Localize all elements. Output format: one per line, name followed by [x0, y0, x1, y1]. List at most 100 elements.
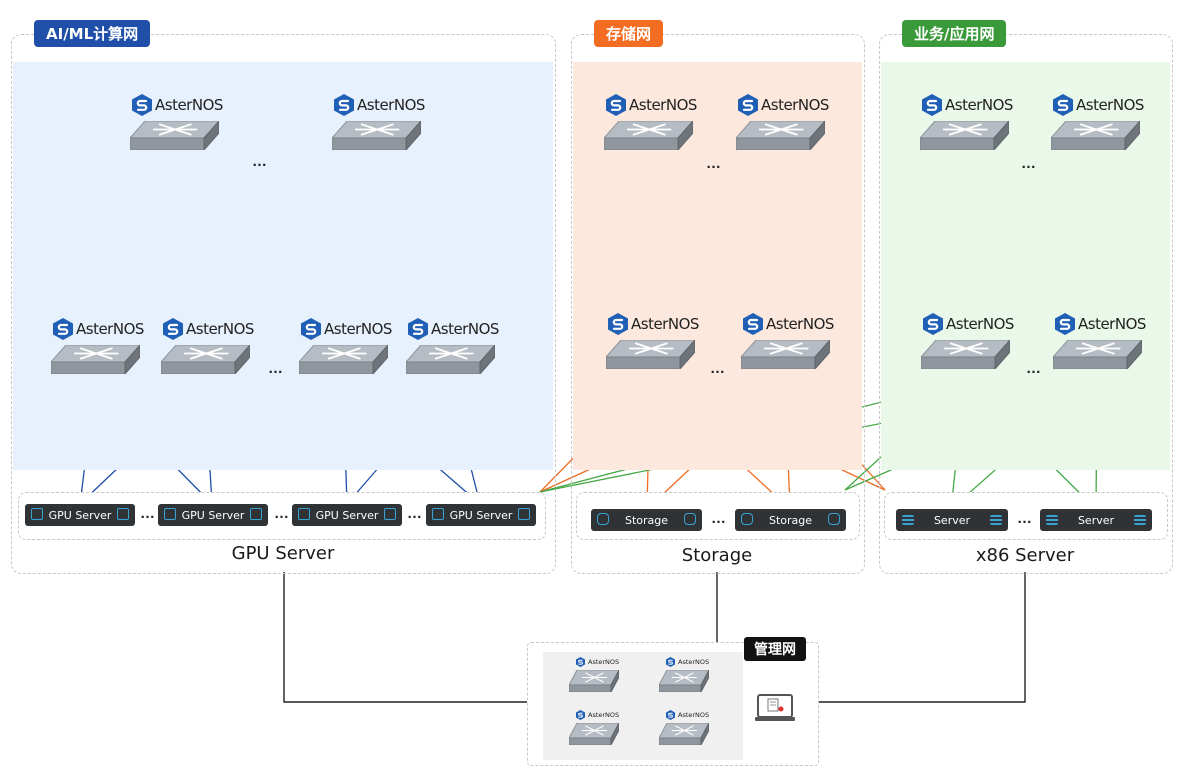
- asternos-brand: AsterNOS: [923, 313, 1014, 335]
- asternos-logo-icon: [1053, 94, 1073, 116]
- asternos-brand: AsterNOS: [1053, 94, 1144, 116]
- asternos-label: AsterNOS: [761, 96, 829, 114]
- gpu-server[interactable]: GPU Server: [25, 504, 135, 526]
- switch-icon[interactable]: [49, 343, 141, 379]
- gpu-server[interactable]: GPU Server: [426, 504, 536, 526]
- asternos-logo-icon: [408, 318, 428, 340]
- switch-icon[interactable]: [658, 669, 710, 697]
- asternos-logo-icon: [1055, 313, 1075, 335]
- mgmt-uplink: [283, 572, 527, 703]
- mgmt-tag: 管理网: [744, 637, 806, 661]
- asternos-label: AsterNOS: [588, 658, 620, 666]
- asternos-brand: AsterNOS: [666, 657, 709, 667]
- x86-server[interactable]: Server: [1040, 509, 1152, 531]
- asternos-label: AsterNOS: [678, 658, 710, 666]
- aiml-zone-bg: [13, 62, 553, 470]
- switch-icon[interactable]: [739, 338, 831, 374]
- asternos-label: AsterNOS: [945, 96, 1013, 114]
- aiml-tag: AI/ML计算网: [34, 20, 151, 47]
- asternos-label: AsterNOS: [155, 96, 223, 114]
- switch-icon[interactable]: [919, 338, 1011, 374]
- x86-server-label: Server: [1077, 513, 1115, 527]
- ellipsis: …: [252, 153, 268, 170]
- gpu-server-label: GPU Server: [48, 508, 112, 522]
- asternos-label: AsterNOS: [588, 711, 620, 719]
- switch-icon[interactable]: [330, 119, 422, 155]
- switch-icon[interactable]: [297, 343, 389, 379]
- switch-icon[interactable]: [918, 119, 1010, 155]
- asternos-logo-icon: [666, 710, 675, 720]
- gpu-server[interactable]: GPU Server: [158, 504, 268, 526]
- business-tag: 业务/应用网: [902, 20, 1007, 47]
- asternos-brand: AsterNOS: [666, 710, 709, 720]
- asternos-label: AsterNOS: [766, 315, 834, 333]
- asternos-brand: AsterNOS: [163, 318, 254, 340]
- asternos-logo-icon: [132, 94, 152, 116]
- asternos-label: AsterNOS: [678, 711, 710, 719]
- business-zone: [879, 34, 1173, 574]
- asternos-logo-icon: [743, 313, 763, 335]
- ellipsis: …: [1017, 510, 1033, 527]
- asternos-logo-icon: [301, 318, 321, 340]
- switch-icon[interactable]: [404, 343, 496, 379]
- asternos-brand: AsterNOS: [576, 710, 619, 720]
- asternos-brand: AsterNOS: [743, 313, 834, 335]
- asternos-brand: AsterNOS: [408, 318, 499, 340]
- switch-icon[interactable]: [658, 722, 710, 750]
- ellipsis: …: [407, 505, 423, 522]
- storage-zone: [571, 34, 865, 574]
- storage-server-label: Storage: [768, 513, 813, 527]
- asternos-brand: AsterNOS: [738, 94, 829, 116]
- gpu-server-label: GPU Server: [449, 508, 513, 522]
- ellipsis: …: [706, 155, 722, 172]
- asternos-label: AsterNOS: [1076, 96, 1144, 114]
- switch-icon[interactable]: [128, 119, 220, 155]
- switch-icon[interactable]: [159, 343, 251, 379]
- asternos-logo-icon: [334, 94, 354, 116]
- asternos-label: AsterNOS: [431, 320, 499, 338]
- ellipsis: …: [274, 505, 290, 522]
- gpu-server-label: GPU Server: [315, 508, 379, 522]
- x86-server[interactable]: Server: [896, 509, 1008, 531]
- switch-icon[interactable]: [568, 669, 620, 697]
- asternos-logo-icon: [608, 313, 628, 335]
- ellipsis: …: [140, 505, 156, 522]
- asternos-logo-icon: [163, 318, 183, 340]
- asternos-logo-icon: [576, 710, 585, 720]
- asternos-brand: AsterNOS: [132, 94, 223, 116]
- asternos-label: AsterNOS: [1078, 315, 1146, 333]
- asternos-logo-icon: [923, 313, 943, 335]
- asternos-label: AsterNOS: [186, 320, 254, 338]
- switch-icon[interactable]: [604, 338, 696, 374]
- mgmt-uplink: [817, 572, 1026, 703]
- ellipsis: …: [1021, 155, 1037, 172]
- storage-caption: Storage: [681, 545, 753, 566]
- ellipsis: …: [268, 360, 284, 377]
- asternos-logo-icon: [666, 657, 675, 667]
- ellipsis: …: [1026, 360, 1042, 377]
- switch-icon[interactable]: [1049, 119, 1141, 155]
- ellipsis: …: [711, 510, 727, 527]
- switch-icon[interactable]: [1051, 338, 1143, 374]
- storage-server[interactable]: Storage: [735, 509, 846, 531]
- asternos-brand: AsterNOS: [53, 318, 144, 340]
- x86-server-caption: x86 Server: [975, 545, 1075, 566]
- asternos-label: AsterNOS: [324, 320, 392, 338]
- switch-icon[interactable]: [568, 722, 620, 750]
- asternos-brand: AsterNOS: [608, 313, 699, 335]
- asternos-label: AsterNOS: [946, 315, 1014, 333]
- ellipsis: …: [710, 360, 726, 377]
- switch-icon[interactable]: [602, 119, 694, 155]
- asternos-brand: AsterNOS: [301, 318, 392, 340]
- asternos-logo-icon: [53, 318, 73, 340]
- storage-tag: 存储网: [594, 20, 664, 47]
- gpu-server[interactable]: GPU Server: [292, 504, 402, 526]
- asternos-label: AsterNOS: [629, 96, 697, 114]
- asternos-label: AsterNOS: [357, 96, 425, 114]
- asternos-label: AsterNOS: [76, 320, 144, 338]
- storage-server[interactable]: Storage: [591, 509, 702, 531]
- asternos-brand: AsterNOS: [334, 94, 425, 116]
- asternos-brand: AsterNOS: [922, 94, 1013, 116]
- switch-icon[interactable]: [734, 119, 826, 155]
